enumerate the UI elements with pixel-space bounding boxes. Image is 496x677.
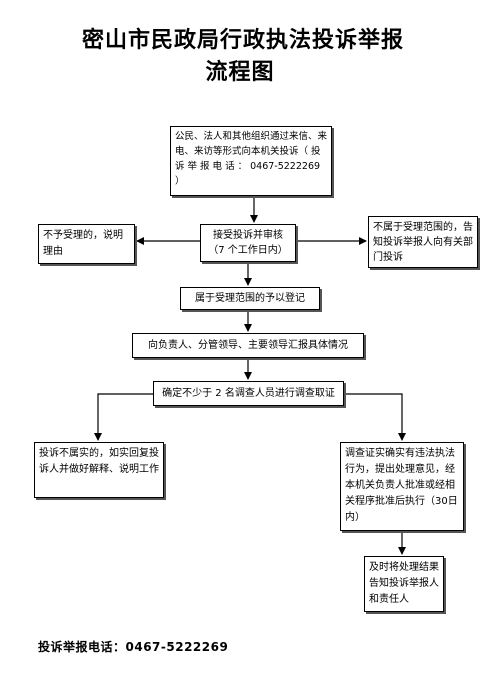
not-true-box: 投诉不属实的，如实回复投诉人并做好解释、说明工作 — [34, 442, 164, 498]
not-true-text: 投诉不属实的，如实回复投诉人并做好解释、说明工作 — [39, 448, 159, 475]
out-of-scope-text: 不属于受理范围的，告知投诉举报人向有关部门投诉 — [373, 222, 473, 263]
assign-investigators-text: 确定不少于 2 名调查人员进行调查取证 — [162, 388, 335, 399]
register-box: 属于受理范围的予以登记 — [180, 287, 320, 310]
arrow-assign-to-confirmed — [344, 393, 406, 441]
assign-investigators-box: 确定不少于 2 名调查人员进行调查取证 — [153, 381, 344, 406]
notify-result-box: 及时将处理结果告知投诉举报人和责任人 — [364, 556, 444, 612]
not-accepted-text: 不予受理的，说明理由 — [43, 230, 123, 257]
complaint-channels-text: 公民、法人和其他组织通过来信、来电、来访等形式向本机关投诉（ 投 诉 举 报 电… — [175, 131, 328, 187]
violation-confirmed-text: 调查证实确实有违法执法行为，提出处理意见，经本机关负责人批准或经相关程序批准后执… — [345, 448, 458, 523]
report-leaders-text: 向负责人、分管领导、主要领导汇报具体情况 — [148, 340, 348, 351]
diagram-title-line2: 流程图 — [205, 60, 275, 85]
out-of-scope-box: 不属于受理范围的，告知投诉举报人向有关部门投诉 — [368, 216, 478, 268]
violation-confirmed-box: 调查证实确实有违法执法行为，提出处理意见，经本机关负责人批准或经相关程序批准后执… — [340, 442, 464, 531]
diagram-title-line1: 密山市民政局行政执法投诉举报 — [81, 28, 404, 53]
complaint-channels-box: 公民、法人和其他组织通过来信、来电、来访等形式向本机关投诉（ 投 诉 举 报 电… — [170, 126, 332, 196]
arrow-assign-to-not-true — [94, 393, 153, 441]
hotline-footer: 投诉举报电话：0467-5222269 — [38, 640, 229, 654]
notify-result-text: 及时将处理结果告知投诉举报人和责任人 — [369, 562, 439, 605]
report-leaders-box: 向负责人、分管领导、主要领导汇报具体情况 — [132, 333, 364, 358]
not-accepted-box: 不予受理的，说明理由 — [38, 224, 135, 264]
register-text: 属于受理范围的予以登记 — [195, 293, 305, 304]
accept-review-text: 接受投诉并审核（7 个工作日内） — [208, 230, 288, 256]
accept-review-box: 接受投诉并审核（7 个工作日内） — [200, 224, 296, 262]
